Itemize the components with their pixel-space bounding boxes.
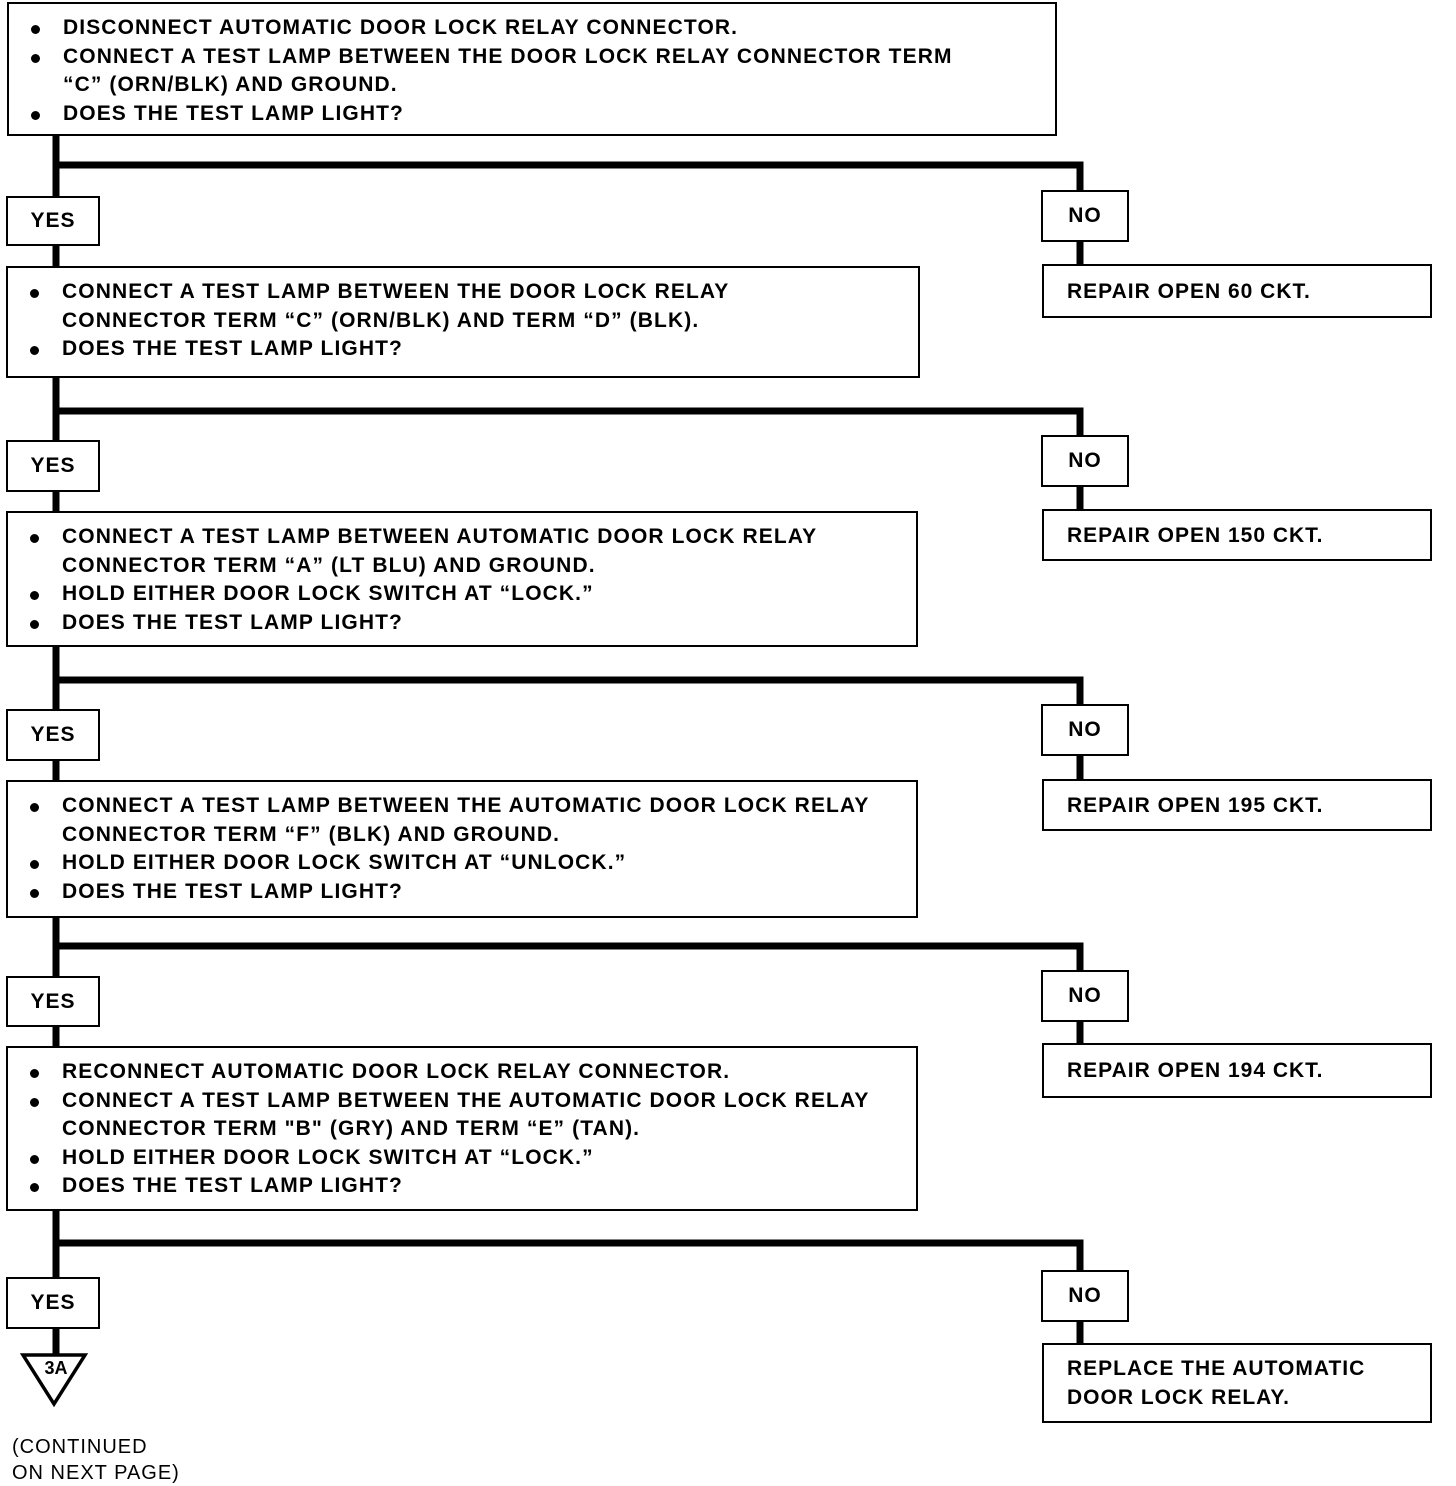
step-5-bullet-3: HOLD EITHER DOOR LOCK SWITCH AT “LOCK.” [22, 1144, 906, 1173]
step-5-yes-box: YES [6, 1277, 100, 1329]
step-5-bullet-2: CONNECT A TEST LAMP BETWEEN THE AUTOMATI… [22, 1087, 906, 1144]
step-3-list: CONNECT A TEST LAMP BETWEEN AUTOMATIC DO… [22, 523, 906, 637]
step-4-no-action: REPAIR OPEN 194 CKT. [1042, 1043, 1432, 1098]
step-3-yes-box: YES [6, 709, 100, 761]
step-5-list: RECONNECT AUTOMATIC DOOR LOCK RELAY CONN… [22, 1058, 906, 1201]
step-4-bullet-3: DOES THE TEST LAMP LIGHT? [22, 878, 906, 907]
step-4-no-box: NO [1041, 970, 1129, 1022]
step-4-bullet-1: CONNECT A TEST LAMP BETWEEN THE AUTOMATI… [22, 792, 906, 849]
step-4-box: CONNECT A TEST LAMP BETWEEN THE AUTOMATI… [6, 780, 918, 918]
connector-label: 3A [44, 1358, 68, 1378]
continued-note-line-2: ON NEXT PAGE) [12, 1462, 180, 1484]
step-2-bullet-2: DOES THE TEST LAMP LIGHT? [22, 335, 908, 364]
step-1-yes-box: YES [6, 196, 100, 246]
step-2-no-box: NO [1041, 435, 1129, 487]
step-3-no-action: REPAIR OPEN 195 CKT. [1042, 779, 1432, 831]
step-4-yes-box: YES [6, 976, 100, 1027]
step-1-bullet-3: DOES THE TEST LAMP LIGHT? [23, 100, 1045, 129]
step-3-no-box: NO [1041, 704, 1129, 756]
step-2-list: CONNECT A TEST LAMP BETWEEN THE DOOR LOC… [22, 278, 908, 364]
step-2-no-action: REPAIR OPEN 150 CKT. [1042, 509, 1432, 561]
step-4-list: CONNECT A TEST LAMP BETWEEN THE AUTOMATI… [22, 792, 906, 906]
step-5-box: RECONNECT AUTOMATIC DOOR LOCK RELAY CONN… [6, 1046, 918, 1211]
step-1-list: DISCONNECT AUTOMATIC DOOR LOCK RELAY CON… [23, 14, 1045, 128]
continued-note-line-1: (CONTINUED [12, 1436, 148, 1458]
step-1-no-action: REPAIR OPEN 60 CKT. [1042, 264, 1432, 318]
step-5-no-box: NO [1041, 1270, 1129, 1322]
step-2-box: CONNECT A TEST LAMP BETWEEN THE DOOR LOC… [6, 266, 920, 378]
step-3-bullet-3: DOES THE TEST LAMP LIGHT? [22, 609, 906, 638]
step-2-bullet-1: CONNECT A TEST LAMP BETWEEN THE DOOR LOC… [22, 278, 908, 335]
step-1-bullet-2: CONNECT A TEST LAMP BETWEEN THE DOOR LOC… [23, 43, 1045, 100]
step-1-box: DISCONNECT AUTOMATIC DOOR LOCK RELAY CON… [7, 2, 1057, 136]
step-2-yes-box: YES [6, 440, 100, 492]
step-3-bullet-2: HOLD EITHER DOOR LOCK SWITCH AT “LOCK.” [22, 580, 906, 609]
step-3-bullet-1: CONNECT A TEST LAMP BETWEEN AUTOMATIC DO… [22, 523, 906, 580]
continued-note: (CONTINUED ON NEXT PAGE) [12, 1434, 180, 1486]
continuation-connector-triangle [20, 1353, 89, 1408]
step-3-box: CONNECT A TEST LAMP BETWEEN AUTOMATIC DO… [6, 511, 918, 647]
step-5-no-action: REPLACE THE AUTOMATIC DOOR LOCK RELAY. [1042, 1343, 1432, 1423]
step-4-bullet-2: HOLD EITHER DOOR LOCK SWITCH AT “UNLOCK.… [22, 849, 906, 878]
step-5-bullet-4: DOES THE TEST LAMP LIGHT? [22, 1172, 906, 1201]
step-5-bullet-1: RECONNECT AUTOMATIC DOOR LOCK RELAY CONN… [22, 1058, 906, 1087]
step-1-bullet-1: DISCONNECT AUTOMATIC DOOR LOCK RELAY CON… [23, 14, 1045, 43]
step-1-no-box: NO [1041, 190, 1129, 242]
